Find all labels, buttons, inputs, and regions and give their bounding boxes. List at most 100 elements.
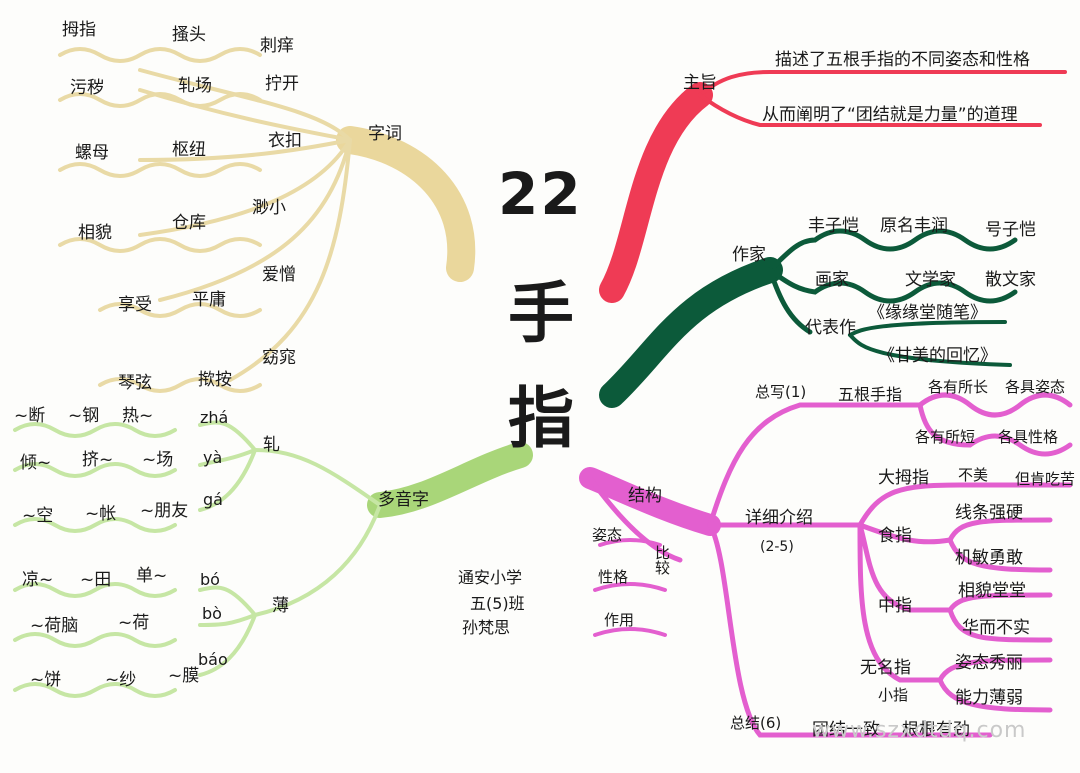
word: 渺小: [252, 198, 286, 218]
finger-trait: 但肯吃苦: [1015, 470, 1076, 488]
pinyin: báo: [198, 650, 228, 669]
word: 衣扣: [268, 131, 302, 151]
summary-label: 总结(6): [730, 714, 782, 732]
word: 螺母: [75, 143, 109, 163]
word: 挤~: [82, 450, 114, 470]
word: ~荷: [118, 613, 150, 633]
word: 拇指: [62, 20, 96, 40]
detail-label: 详细介绍: [745, 508, 813, 528]
school-name: 通安小学: [458, 568, 523, 587]
word: 倾~: [20, 453, 52, 473]
yellow-branch: [58, 47, 476, 393]
finger-name: 中指: [878, 596, 912, 616]
finger-trait: 能力薄弱: [955, 688, 1023, 708]
work-title: 《甘美的回忆》: [878, 346, 997, 366]
word: 热~: [122, 406, 154, 426]
word: ~断: [14, 406, 46, 426]
author-info: 丰子恺: [808, 216, 859, 236]
pinyin: bó: [200, 570, 220, 589]
method-item: 性格: [598, 568, 629, 586]
theme-line: 描述了五根手指的不同姿态和性格: [775, 50, 1030, 70]
trait: 各具性格: [998, 428, 1059, 446]
word: ~帐: [85, 504, 117, 524]
finger-trait: 线条强硬: [955, 503, 1023, 523]
detail-range: (2-5): [760, 539, 794, 555]
word: 享受: [118, 295, 152, 315]
word: 拧开: [265, 74, 299, 94]
summary-point: 团结一致: [812, 720, 880, 740]
five-fingers: 五根手指: [838, 385, 903, 404]
word: ~朋友: [140, 501, 189, 521]
pinyin: gá: [203, 490, 223, 509]
finger-name: 小指: [878, 686, 909, 704]
pink-branch: [579, 392, 1073, 738]
pinyin: zhá: [200, 408, 229, 427]
finger-name: 大拇指: [878, 468, 929, 488]
word: 污秽: [70, 78, 104, 98]
word: 琴弦: [118, 373, 152, 393]
title-char-1: 手: [508, 275, 574, 352]
trait: 各有所短: [915, 428, 976, 446]
work-title: 《缘缘堂随笔》: [868, 303, 987, 323]
author-info: 散文家: [985, 270, 1036, 290]
word: ~场: [142, 450, 174, 470]
red-branch: [599, 70, 1067, 303]
author-info: 原名丰润: [880, 216, 948, 236]
word: ~饼: [30, 670, 62, 690]
pinyin: bò: [202, 604, 222, 623]
trait: 各具姿态: [1005, 378, 1066, 396]
word: 窈窕: [262, 348, 296, 368]
word: ~田: [80, 570, 112, 590]
word: 搔头: [172, 25, 206, 45]
branch-label-zuojia: 作家: [732, 245, 766, 265]
word: ~纱: [105, 670, 137, 690]
branch-label-zhuzhi: 主旨: [683, 73, 717, 93]
branch-label-ciyu: 字词: [368, 124, 402, 144]
summary-point: 根根有劲: [902, 720, 970, 740]
trait: 各有所长: [928, 378, 989, 396]
finger-name: 食指: [878, 526, 912, 546]
word: ~膜: [168, 666, 200, 686]
word: 揿按: [198, 370, 232, 390]
works-label: 代表作: [805, 318, 856, 338]
finger-trait: 相貌堂堂: [958, 581, 1026, 601]
pinyin: yà: [203, 448, 223, 467]
branch-label-jiegou: 结构: [628, 486, 662, 506]
method-item: 作用: [604, 611, 635, 629]
word: 仓库: [172, 213, 206, 233]
word: 刺痒: [260, 36, 294, 56]
theme-line: 从而阐明了“团结就是力量”的道理: [762, 105, 1018, 125]
finger-trait: 华而不实: [962, 618, 1030, 638]
word: 轧场: [178, 76, 212, 96]
word: ~钢: [68, 406, 100, 426]
author-info: 画家: [815, 270, 849, 290]
author-info: 号子恺: [985, 220, 1036, 240]
finger-trait: 机敏勇敢: [955, 548, 1023, 568]
word: 枢纽: [172, 140, 206, 160]
finger-trait: 姿态秀丽: [955, 653, 1023, 673]
polyphone-char-zha: 轧: [263, 435, 280, 455]
word: 凉~: [22, 570, 54, 590]
finger-name: 无名指: [860, 658, 911, 678]
lesson-number: 22: [498, 160, 583, 228]
total-write: 总写(1): [755, 383, 807, 401]
author-name: 孙梵思: [462, 618, 511, 637]
word: ~荷脑: [30, 616, 79, 636]
title-char-2: 指: [508, 380, 574, 457]
light-green-branch: [13, 420, 533, 698]
finger-trait: 不美: [958, 466, 989, 484]
word: 单~: [136, 566, 168, 586]
class-name: 五(5)班: [470, 594, 525, 613]
author-info: 文学家: [905, 270, 956, 290]
word: 爱憎: [262, 265, 296, 285]
method-verb: 比较: [653, 545, 671, 575]
word: 相貌: [78, 223, 112, 243]
method-item: 姿态: [592, 526, 623, 544]
word: 平庸: [192, 290, 226, 310]
branch-label-duoyinzi: 多音字: [378, 490, 429, 510]
word: ~空: [22, 506, 54, 526]
polyphone-char-bo: 薄: [272, 596, 289, 616]
dark-green-branch: [599, 228, 1018, 408]
